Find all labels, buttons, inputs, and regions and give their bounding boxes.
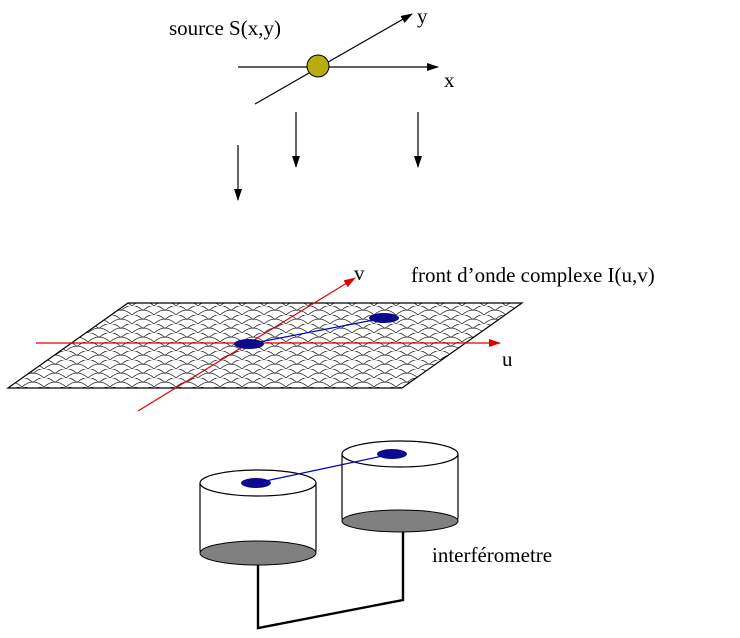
source-y-axis: [254, 13, 413, 105]
interferometer-label: interférometre: [432, 543, 553, 567]
baseline-plane: [248, 317, 385, 345]
telescope-right: [341, 440, 459, 533]
propagation-arrows: [234, 112, 422, 201]
v-axis-label: v: [354, 261, 365, 285]
y-axis-label: y: [417, 4, 428, 28]
delay-line-connector: [256, 532, 405, 630]
baseline-telescopes: [255, 453, 393, 484]
telescope-left: [199, 469, 317, 566]
wavefront-surface: [6, 302, 524, 389]
interferometer: [199, 440, 459, 630]
wavefront-label: front d’onde complexe I(u,v): [411, 263, 655, 287]
source-axes: [238, 13, 439, 105]
x-axis-label: x: [444, 68, 455, 92]
u-axis-label: u: [502, 347, 513, 371]
source-label: source S(x,y): [169, 16, 281, 40]
telescope-sample-2: [369, 313, 399, 323]
telescope-sample-1: [234, 339, 264, 349]
wavefront-plane: [6, 277, 524, 412]
source-disc: [306, 54, 330, 78]
